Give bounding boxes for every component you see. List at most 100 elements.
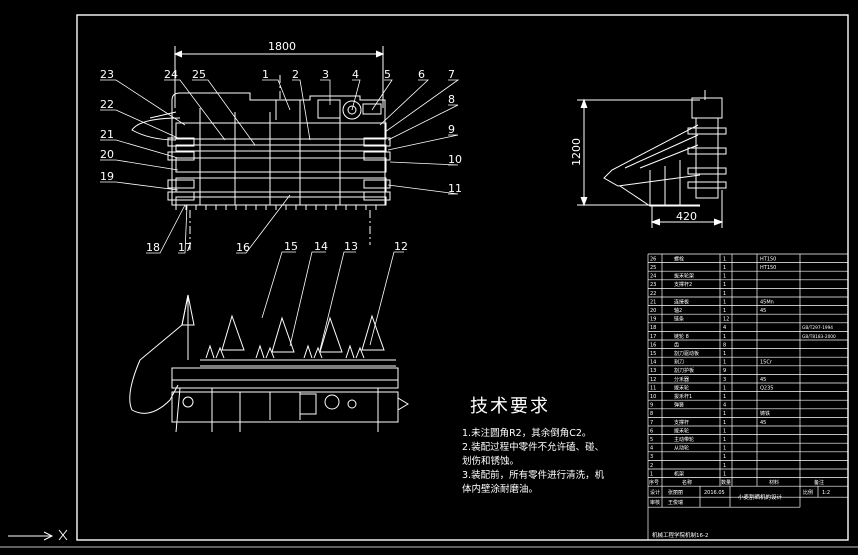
callout-5: 5 [384, 68, 391, 81]
callout-12: 12 [394, 240, 408, 253]
bom-cell-qty: 1 [723, 360, 726, 366]
callout-19: 19 [100, 170, 114, 183]
bom-cell-qty: 1 [723, 463, 726, 469]
callout-15: 15 [284, 240, 298, 253]
bom-cell-qty: 3 [723, 377, 726, 383]
bom-cell-name: 拨禾轮 [674, 427, 689, 434]
bom-cell-qty: 1 [723, 299, 726, 305]
bom-cell-qty: 1 [723, 308, 726, 314]
callout-3: 3 [322, 68, 329, 81]
bom-cell-qty: 1 [723, 411, 726, 417]
bom-cell-name: 拨禾轮 [674, 384, 689, 391]
designer-label: 设计 [650, 489, 660, 496]
project-title: 小麦割晒机的设计 [738, 493, 783, 501]
bom-cell-qty: 1 [723, 334, 726, 340]
tech-requirements-list: 1.未注圆角R2，其余倒角C2。 2.装配过程中零件不允许磕、碰、 划伤和锈蚀。… [462, 427, 604, 497]
dim-side-width: 420 [676, 210, 697, 223]
leader-lines-top [100, 79, 460, 254]
bom-cell-qty: 1 [723, 282, 726, 288]
bom-cell-name: 链轮 8 [674, 333, 689, 340]
callout-7: 7 [448, 68, 455, 81]
bom-cell-name: 弹簧 [674, 402, 684, 409]
dim-side-height: 1200 [570, 138, 583, 166]
tech-requirement-item: 划伤和锈蚀。 [462, 456, 520, 467]
bom-cell-name: 割刀驱动板 [674, 350, 699, 357]
bom-cell-qty: 1 [723, 291, 726, 297]
bom-cell-standard: GB/T297-1994 [802, 325, 833, 331]
bom-cell-no: 3 [650, 454, 653, 460]
bom-cell-material: 45 [760, 308, 766, 314]
bom-cell-qty: 1 [723, 446, 726, 452]
bom-cell-no: 24 [650, 274, 656, 280]
bom-cell-qty: 1 [723, 256, 726, 262]
bom-cell-no: 9 [650, 403, 653, 409]
tech-requirement-item: 1.未注圆角R2，其余倒角C2。 [462, 428, 592, 439]
callout-6: 6 [418, 68, 425, 81]
bom-cell-no: 6 [650, 428, 653, 434]
callout-16: 16 [236, 241, 250, 254]
callouts-front-view: 15 14 13 12 [284, 240, 408, 253]
scale-label: 比例 [803, 489, 813, 496]
bom-cell-qty: 1 [723, 394, 726, 400]
callout-14: 14 [314, 240, 328, 253]
callout-20: 20 [100, 148, 114, 161]
callout-13: 13 [344, 240, 358, 253]
bom-header-note: 备注 [814, 479, 824, 486]
bom-cell-name: 轴2 [674, 307, 682, 314]
bom-cell-no: 20 [650, 308, 656, 314]
bom-cell-no: 25 [650, 265, 656, 271]
bom-cell-no: 16 [650, 342, 656, 348]
bom-cell-name: 支撑杆2 [674, 281, 692, 288]
checker-label: 审核 [650, 499, 660, 506]
bom-cell-name: 主动带轮 [674, 436, 694, 443]
bom-cell-name: 分禾器 [674, 376, 689, 383]
bom-cell-qty: 8 [723, 342, 726, 348]
bom-cell-no: 15 [650, 351, 656, 357]
callout-25: 25 [192, 68, 206, 81]
scale-value: 1:2 [822, 490, 830, 496]
front-view [129, 294, 409, 433]
callout-17: 17 [178, 241, 192, 254]
callout-21: 21 [100, 128, 114, 141]
bom-cell-name: 机架 [674, 470, 684, 477]
bom-cell-no: 2 [650, 463, 653, 469]
tech-requirement-item: 2.装配过程中零件不允许磕、碰、 [462, 442, 605, 453]
bom-cell-no: 5 [650, 437, 653, 443]
bom-cell-no: 21 [650, 299, 656, 305]
bom-cell-qty: 4 [723, 325, 726, 331]
callouts-top-view: 23 24 25 1 2 3 4 5 6 7 8 9 10 11 22 21 2… [100, 68, 462, 254]
tech-requirement-item: 3.装配前，所有零件进行清洗，机 [462, 470, 605, 481]
callout-8: 8 [448, 93, 455, 106]
bom-cell-qty: 1 [723, 385, 726, 391]
bom-cell-qty: 1 [723, 454, 726, 460]
bom-cell-no: 11 [650, 385, 656, 391]
bom-cell-name: 连接板 [674, 298, 689, 305]
bom-cell-qty: 1 [723, 420, 726, 426]
bom-cell-material: Q235 [760, 385, 773, 391]
bom-cell-qty: 12 [723, 317, 729, 323]
bom-cell-no: 22 [650, 291, 656, 297]
bom-cell-no: 17 [650, 334, 656, 340]
bom-cell-name: 从动轮 [674, 445, 689, 452]
bom-cell-material: HT150 [760, 265, 776, 271]
bom-cell-material: 45 [760, 420, 766, 426]
callout-2: 2 [292, 68, 299, 81]
bom-cell-name: 拔禾杆1 [674, 393, 692, 400]
callout-11: 11 [448, 182, 462, 195]
bom-cell-no: 12 [650, 377, 656, 383]
bom-cell-qty: 9 [723, 368, 726, 374]
callout-24: 24 [164, 68, 178, 81]
bom-cell-qty: 1 [723, 428, 726, 434]
bom-cell-name: 割刀护板 [674, 367, 694, 374]
tech-requirement-item: 体内壁涂耐磨油。 [462, 484, 539, 495]
bom-header-name: 名称 [682, 479, 692, 486]
bom-cell-qty: 4 [723, 403, 726, 409]
design-date: 2016.05 [704, 490, 725, 496]
bom-cell-no: 4 [650, 446, 653, 452]
bom-cell-name: 支撑杆 [674, 419, 689, 426]
bom-cell-no: 1 [650, 471, 653, 477]
bom-cell-standard: GB/T8183-2000 [802, 334, 836, 340]
bom-cell-qty: 1 [723, 274, 726, 280]
bom-cell-no: 8 [650, 411, 653, 417]
